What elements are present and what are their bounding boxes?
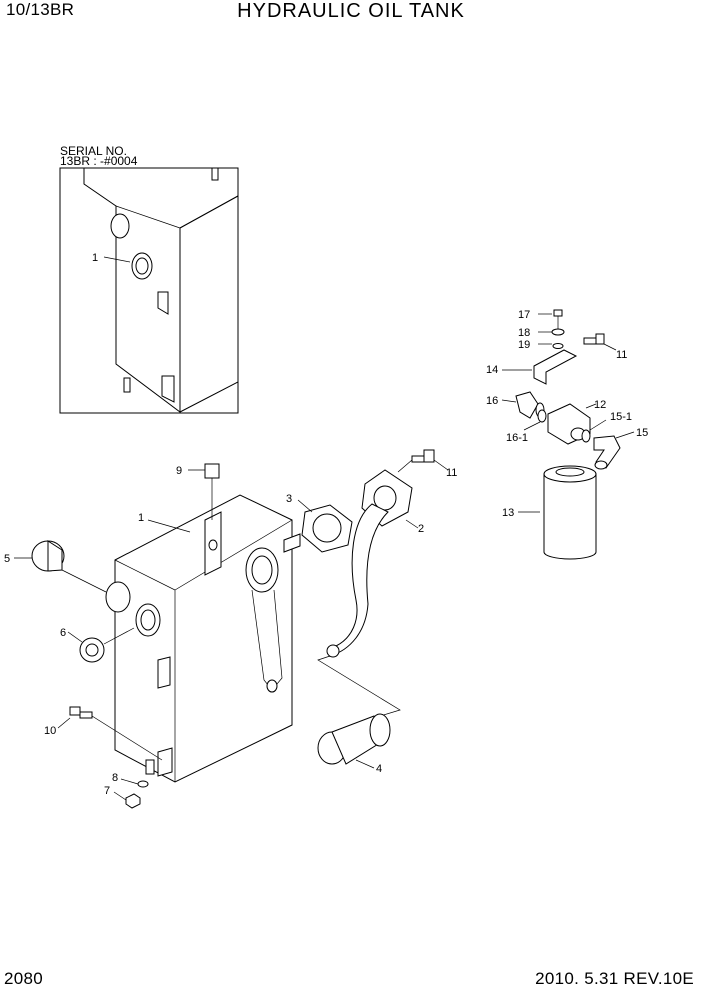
washer-18 xyxy=(551,328,565,336)
callout-15: 15 xyxy=(636,427,648,439)
callout-18: 18 xyxy=(518,327,530,339)
fitting-6 xyxy=(79,627,135,663)
callout-12: 12 xyxy=(594,399,606,411)
callout-2: 2 xyxy=(418,523,424,535)
callout-16: 16 xyxy=(486,395,498,407)
callout-3: 3 xyxy=(286,493,292,505)
callout-16-1: 16-1 xyxy=(506,432,528,444)
page-number: 2080 xyxy=(4,969,44,988)
plug-7-oring-8 xyxy=(125,780,149,809)
elbow-15 xyxy=(593,435,621,470)
bolt-10 xyxy=(69,706,163,761)
callout-11-tank: 11 xyxy=(446,467,457,479)
page-title: HYDRAULIC OIL TANK xyxy=(237,0,465,22)
callout-4: 4 xyxy=(376,763,382,775)
filler-cap-5 xyxy=(31,540,107,593)
serial-label: SERIAL NO. xyxy=(60,144,127,158)
oring-15-1 xyxy=(581,429,591,443)
callout-8: 8 xyxy=(112,772,118,784)
bolt-11-tank xyxy=(397,449,435,473)
bracket-14 xyxy=(533,349,578,385)
callout-5: 5 xyxy=(4,553,10,565)
revision-date: 2010. 5.31 REV.10E xyxy=(535,969,694,988)
callout-13: 13 xyxy=(502,507,514,519)
oring-16-1 xyxy=(537,409,547,423)
callout-6: 6 xyxy=(60,627,66,639)
callout-9: 9 xyxy=(176,465,182,477)
callout-10: 10 xyxy=(44,725,56,737)
washer-19 xyxy=(552,343,564,349)
callout-15-1: 15-1 xyxy=(610,411,632,423)
callout-inset-1: 1 xyxy=(92,252,98,264)
callout-1: 1 xyxy=(138,512,144,524)
strainer-4 xyxy=(317,713,391,765)
callout-14: 14 xyxy=(486,364,498,376)
serial-range: 13BR : -#0004 xyxy=(60,154,138,168)
filter-cartridge-13 xyxy=(543,465,597,560)
callout-19: 19 xyxy=(518,339,530,351)
breather-9 xyxy=(204,463,220,520)
bolt-17 xyxy=(553,309,563,330)
model-number: 10/13BR xyxy=(6,0,75,19)
main-tank xyxy=(105,494,301,783)
bolt-11-filter xyxy=(583,333,605,345)
gasket-3 xyxy=(301,504,353,553)
suction-pipe-2 xyxy=(317,469,413,723)
callout-17: 17 xyxy=(518,309,530,321)
callout-7: 7 xyxy=(104,785,110,797)
callout-11-filter: 11 xyxy=(616,349,627,361)
filter-head-12 xyxy=(547,403,591,445)
leader-inset-1 xyxy=(103,256,131,263)
inset-tank xyxy=(83,167,239,413)
